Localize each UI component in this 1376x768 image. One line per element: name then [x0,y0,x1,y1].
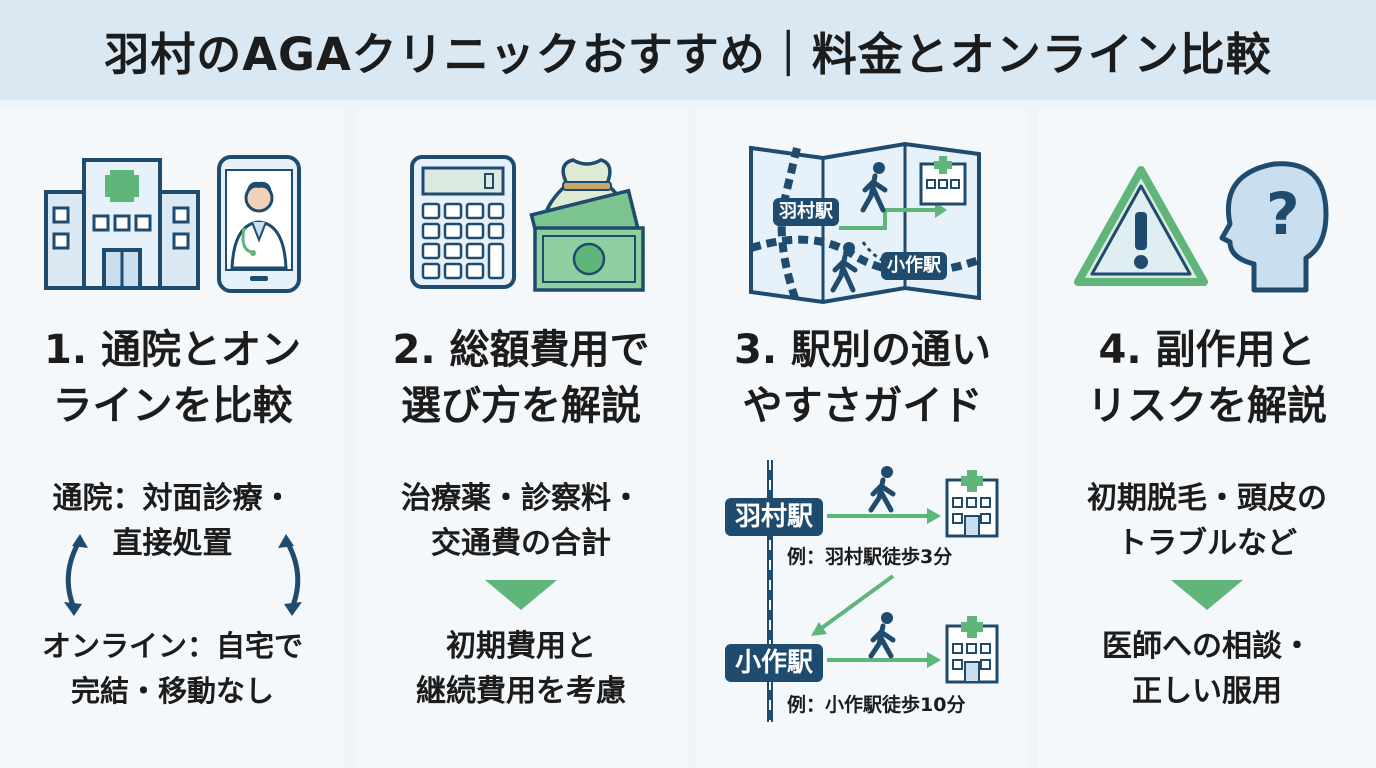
panel-station-guide: 羽村駅 小作駅 3. 駅別の通い やすさガイド [697,110,1028,768]
map-station-ozaku: 小作駅 [881,252,947,280]
panel2-sum-text: 治療薬・診察料・ 交通費の合計 [401,481,641,561]
panel4-icons: ? [1038,154,1376,304]
example-hamura: 例：羽村駅徒歩3分 [787,546,953,568]
panel1-visit-text: 通院：対面診療・ 直接処置 [52,481,293,561]
smartphone-doctor-icon [217,155,301,293]
panel4-advice-text: 医師への相談・ 正しい服用 [1102,629,1312,709]
panel3-icons: 羽村駅 小作駅 [697,141,1028,305]
panel1-icons [0,154,345,304]
panel-total-cost: 2. 総額費用で 選び方を解説 治療薬・診察料・ 交通費の合計 初期費用と 継続… [355,110,687,768]
panel-visit-vs-online: 1. 通院とオン ラインを比較 通院：対面診療・ 直接処置 オンライン：自宅で … [0,110,345,768]
header-banner: 羽村のAGAクリニックおすすめ｜料金とオンライン比較 [0,0,1376,100]
svg-text:?: ? [1266,180,1300,248]
clinic-building-icon [919,156,967,206]
hospital-icon [44,158,200,290]
panel2-consider-text: 初期費用と 継続費用を考慮 [416,629,626,709]
panel1-online-text: オンライン：自宅で 完結・移動なし [41,629,303,708]
panel-side-effects: ? 4. 副作用と リスクを解説 初期脱毛・頭皮の トラブルなど 医師への相談・… [1038,110,1376,768]
panel1-title: 1. 通院とオン ラインを比較 [44,327,301,429]
clinic-icons [945,470,999,684]
down-triangle-icon [485,580,557,610]
calculator-icon [410,155,516,289]
page-title: 羽村のAGAクリニックおすすめ｜料金とオンライン比較 [104,27,1272,81]
panel2-title: 2. 総額費用で 選び方を解説 [392,327,650,429]
warning-icon [1074,166,1208,286]
station-hamura-badge: 羽村駅 [725,498,824,536]
walking-person-icon [830,162,888,293]
map-station-hamura: 羽村駅 [773,198,839,226]
swap-arrows-icon [64,534,302,616]
station-ozaku-badge: 小作駅 [725,644,824,682]
walker-icons [868,466,896,659]
money-bag-icon [529,158,645,292]
head-question-icon: ? [1219,161,1329,293]
route-diagram [767,460,999,722]
panel4-title: 4. 副作用と リスクを解説 [1087,327,1327,429]
panel2-icons [355,154,687,304]
example-ozaku: 例：小作駅徒歩10分 [787,694,966,716]
down-triangle-icon [1171,580,1243,610]
panel3-title: 3. 駅別の通い やすさガイド [734,327,991,429]
panel4-risk-text: 初期脱毛・頭皮の トラブルなど [1087,481,1327,561]
banknote-icon [529,188,645,292]
